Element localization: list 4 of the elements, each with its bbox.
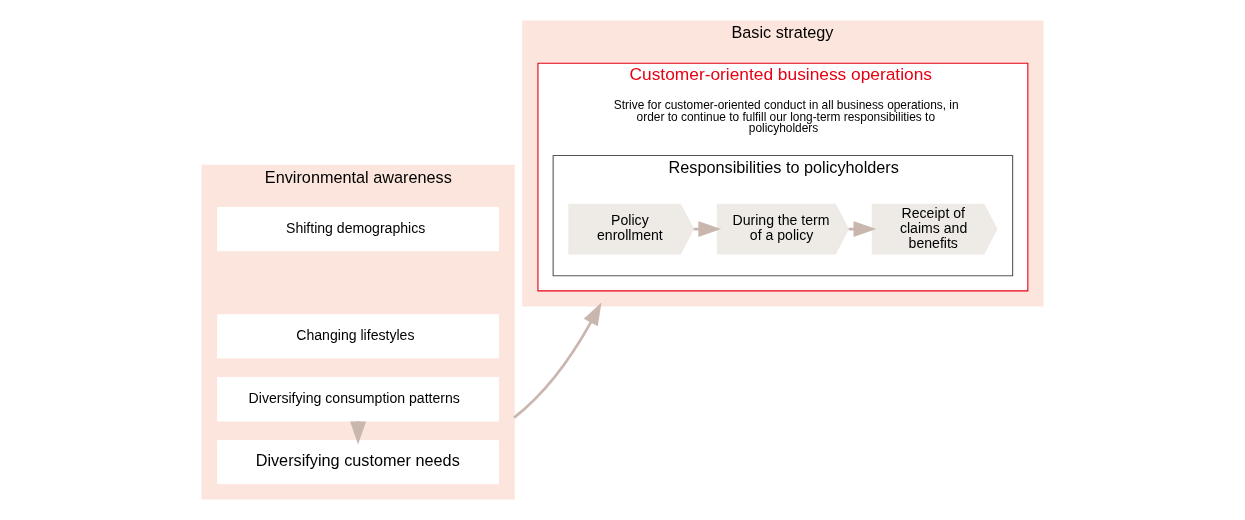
node-box: Shifting demographics <box>217 206 499 252</box>
node-box: Changing lifestyles <box>217 314 499 359</box>
node-box: Diversifying customer needs <box>217 439 499 485</box>
arrow <box>513 302 602 419</box>
